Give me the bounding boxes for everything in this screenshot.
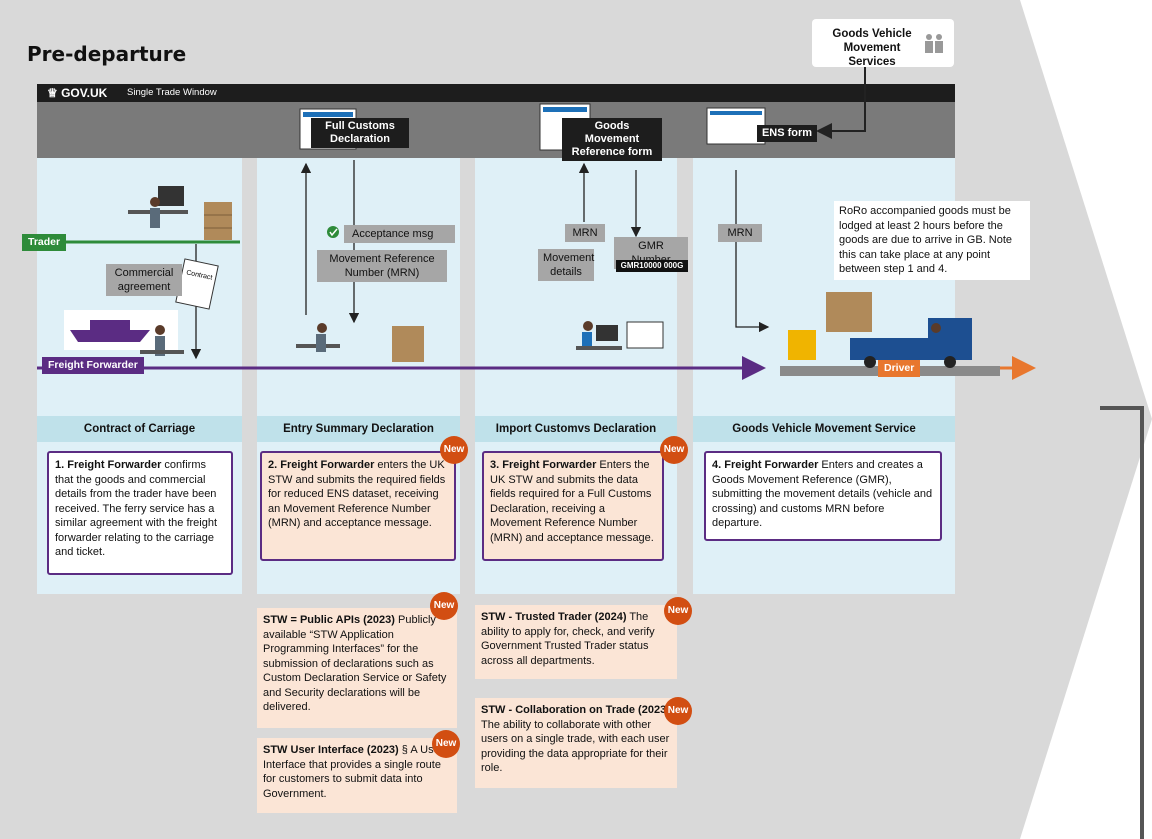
freight-forwarder-desk <box>140 325 184 356</box>
step-lead: 3. Freight Forwarder <box>490 459 597 471</box>
infobox-lead: STW - Trusted Trader (2024) <box>481 611 627 623</box>
people-icon <box>925 34 943 53</box>
mrn-label: Movement Reference Number (MRN) <box>317 250 447 282</box>
new-badge: New <box>660 436 688 464</box>
page-title: Pre-departure <box>27 42 187 66</box>
step-3-card: 3. Freight Forwarder Enters the UK STW a… <box>482 451 664 561</box>
step-2-card: 2. Freight Forwarder enters the UK STW a… <box>260 451 456 561</box>
truck-illustration <box>788 292 972 368</box>
freight-forwarder-tag: Freight Forwarder <box>42 357 144 374</box>
full-customs-declaration-label: Full Customs Declaration <box>311 118 409 148</box>
infobox-lead: STW = Public APIs (2023) <box>263 614 395 626</box>
step-1-card: 1. Freight Forwarder confirms that the g… <box>47 451 233 575</box>
next-stage-bracket <box>1100 406 1144 839</box>
infobox-collaboration: STW - Collaboration on Trade (2023) The … <box>475 698 677 788</box>
new-badge: New <box>440 436 468 464</box>
new-badge: New <box>430 592 458 620</box>
movement-details-label: Movement details <box>538 249 594 281</box>
column-heading: Import Customvs Declaration <box>475 416 677 442</box>
infobox-user-interface: STW User Interface (2023) § A User Inter… <box>257 738 457 813</box>
step-lead: 4. Freight Forwarder <box>712 459 819 471</box>
step-text: Enters the UK STW and submits the data f… <box>490 459 654 544</box>
column-heading: Entry Summary Declaration <box>257 416 460 442</box>
trader-desk-illustration <box>128 186 232 240</box>
infobox-text: The ability to collaborate with other us… <box>481 718 670 775</box>
ens-form-label: ENS form <box>757 125 817 142</box>
step-4-card: 4. Freight Forwarder Enters and creates … <box>704 451 942 541</box>
infobox-text: Publicly available “STW Application Prog… <box>263 614 447 713</box>
column-heading: Contract of Carriage <box>37 416 242 442</box>
gmr-form-label: Goods Movement Reference form <box>562 118 662 161</box>
new-badge: New <box>432 730 460 758</box>
driver-tag: Driver <box>878 360 921 377</box>
ff-desk-col3 <box>576 321 664 350</box>
trader-tag: Trader <box>22 234 67 251</box>
acceptance-msg-label: Acceptance msg <box>344 225 455 243</box>
govuk-logo: ♕ GOV.UK <box>47 86 108 100</box>
column-heading: Goods Vehicle Movement Service <box>693 416 955 442</box>
infobox-lead: STW User Interface (2023) <box>263 744 399 756</box>
infobox-lead: STW - Collaboration on Trade (2023) <box>481 704 670 716</box>
gvms-label: Goods Vehicle Movement Services <box>832 28 912 68</box>
commercial-agreement-label: Commercial agreement <box>106 264 182 296</box>
step-text: confirms that the goods and commercial d… <box>55 459 218 558</box>
mrn-label-col4: MRN <box>718 224 762 242</box>
new-badge: New <box>664 697 692 725</box>
infobox-text: § A User Interface that provides a singl… <box>263 744 444 800</box>
infobox-trusted-trader: STW - Trusted Trader (2024) The ability … <box>475 605 677 679</box>
check-icon <box>327 226 339 238</box>
govuk-header-bar: ♕ GOV.UK Single Trade Window <box>37 84 955 102</box>
step-text: Enters and creates a Goods Movement Refe… <box>712 459 933 529</box>
infobox-text: The ability to apply for, check, and ver… <box>481 611 655 667</box>
govuk-logo-text: GOV.UK <box>61 86 108 100</box>
gmr-plate: GMR10000 000G <box>616 260 688 272</box>
roro-note: RoRo accompanied goods must be lodged at… <box>834 201 1030 280</box>
step-lead: 1. Freight Forwarder <box>55 459 162 471</box>
step-text: enters the UK STW and submits the requir… <box>268 459 446 529</box>
infobox-public-apis: STW = Public APIs (2023) Publicly availa… <box>257 608 457 728</box>
new-badge: New <box>664 597 692 625</box>
step-lead: 2. Freight Forwarder <box>268 459 375 471</box>
single-trade-window-label: Single Trade Window <box>127 87 217 98</box>
gvms-box: Goods Vehicle Movement Services <box>812 19 954 68</box>
ff-desk-col2 <box>296 323 424 362</box>
mrn-label-col3: MRN <box>565 224 605 242</box>
contract-icon <box>175 258 219 310</box>
